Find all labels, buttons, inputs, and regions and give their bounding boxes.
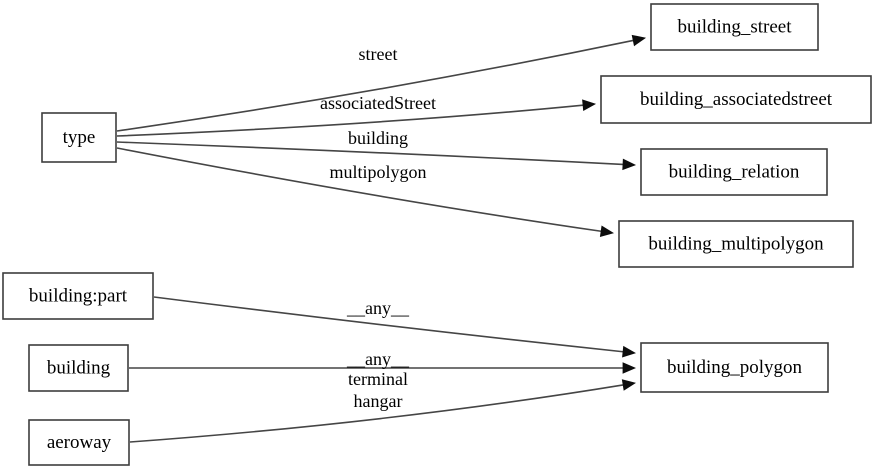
node-building_multipolygon[interactable]: building_multipolygon bbox=[618, 220, 854, 268]
edge-type-to-building_multipolygon bbox=[116, 147, 614, 237]
edge-type-to-building_street bbox=[116, 34, 646, 132]
node-label: building:part bbox=[29, 285, 128, 306]
node-box[interactable] bbox=[41, 112, 117, 163]
node-building_street[interactable]: building_street bbox=[650, 3, 819, 51]
edge-line bbox=[116, 147, 602, 233]
node-label: building bbox=[47, 357, 111, 378]
node-box[interactable] bbox=[2, 272, 154, 320]
arrowhead-icon bbox=[631, 34, 646, 47]
edge-labels-layer: street associatedStreet building multipolyg… bbox=[320, 44, 436, 411]
node-box[interactable] bbox=[640, 342, 829, 393]
edge-line bbox=[116, 141, 624, 166]
edge-type-to-building_relation bbox=[116, 141, 637, 171]
node-type[interactable]: type bbox=[41, 112, 117, 163]
edge-label: __any__ bbox=[346, 298, 410, 318]
edge-line bbox=[153, 296, 624, 353]
edge-type-to-building_associatedstreet bbox=[116, 99, 597, 137]
arrowhead-icon bbox=[622, 362, 637, 374]
nodes-layer: type building_street building_associatedst… bbox=[2, 3, 872, 466]
edge-label: building bbox=[348, 128, 408, 148]
edge-label: street bbox=[359, 44, 398, 64]
edge-line bbox=[116, 39, 634, 132]
edge-aeroway-to-building_polygon bbox=[129, 379, 636, 443]
edge-label: hangar bbox=[354, 391, 403, 411]
node-label: building_associatedstreet bbox=[640, 89, 833, 110]
edge-label: __any__ bbox=[346, 349, 410, 369]
node-box[interactable] bbox=[28, 344, 129, 392]
node-box[interactable] bbox=[650, 3, 819, 51]
node-label: type bbox=[63, 127, 96, 148]
node-aeroway[interactable]: aeroway bbox=[28, 419, 130, 466]
edge-label: multipolygon bbox=[329, 162, 426, 182]
node-box[interactable] bbox=[600, 75, 872, 124]
node-building_relation[interactable]: building_relation bbox=[640, 148, 828, 196]
edge-line bbox=[129, 384, 624, 443]
node-box[interactable] bbox=[640, 148, 828, 196]
edge-line bbox=[116, 104, 584, 137]
arrowhead-icon bbox=[622, 158, 637, 171]
node-building[interactable]: building bbox=[28, 344, 129, 392]
edge-label: terminal bbox=[348, 369, 408, 389]
arrowhead-icon bbox=[622, 345, 637, 358]
node-box[interactable] bbox=[618, 220, 854, 268]
node-label: building_polygon bbox=[667, 357, 803, 378]
edge-building_part-to-building_polygon bbox=[153, 296, 637, 358]
node-box[interactable] bbox=[28, 419, 130, 466]
arrowhead-icon bbox=[621, 379, 636, 391]
arrowhead-icon bbox=[582, 99, 597, 111]
node-building_part[interactable]: building:part bbox=[2, 272, 154, 320]
arrowhead-icon bbox=[599, 225, 614, 237]
edge-building-to-building_polygon bbox=[129, 362, 637, 374]
node-label: aeroway bbox=[47, 432, 112, 453]
edges-layer bbox=[116, 34, 646, 443]
node-label: building_street bbox=[678, 16, 793, 37]
edge-label: associatedStreet bbox=[320, 93, 436, 113]
node-label: building_multipolygon bbox=[648, 233, 824, 254]
node-building_associatedstreet[interactable]: building_associatedstreet bbox=[600, 75, 872, 124]
node-label: building_relation bbox=[669, 161, 800, 182]
node-building_polygon[interactable]: building_polygon bbox=[640, 342, 829, 393]
